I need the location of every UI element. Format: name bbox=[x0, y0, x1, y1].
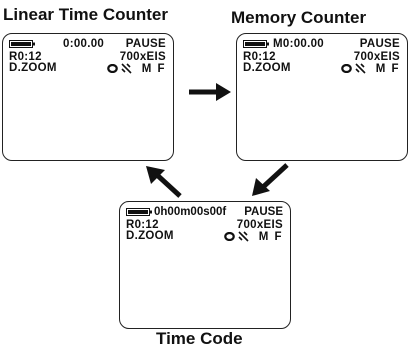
manual-exposure-icon bbox=[355, 63, 366, 74]
arrow-up-left-icon bbox=[146, 166, 182, 198]
tape-info: 700xEIS bbox=[119, 51, 166, 63]
status-row bbox=[126, 207, 156, 219]
pause-indicator: PAUSE bbox=[359, 38, 400, 50]
backlight-icon bbox=[106, 64, 118, 73]
manual-focus-indicator: M F bbox=[375, 62, 400, 75]
battery-icon bbox=[126, 207, 152, 216]
memory-counter-title: Memory Counter bbox=[231, 8, 367, 27]
arrow-right-icon bbox=[189, 83, 231, 101]
manual-focus-indicator: M F bbox=[141, 62, 166, 75]
manual-focus-indicator: M F bbox=[258, 230, 283, 243]
remaining-tape: R0:12 bbox=[243, 51, 276, 63]
linear-time-counter-title: Linear Time Counter bbox=[3, 5, 168, 24]
linear-counter-screen: 0:00.00 PAUSE R0:12 700xEIS D.ZOOM M F bbox=[2, 33, 174, 161]
time-code-title: Time Code bbox=[156, 329, 243, 348]
battery-icon bbox=[243, 39, 269, 48]
pause-indicator: PAUSE bbox=[125, 38, 166, 50]
counter-display: M0:00.00 bbox=[273, 38, 324, 50]
tape-info: 700xEIS bbox=[236, 219, 283, 231]
mode-icons: M F bbox=[223, 230, 283, 243]
backlight-icon bbox=[340, 64, 352, 73]
status-row bbox=[9, 39, 39, 51]
remaining-tape: R0:12 bbox=[9, 51, 42, 63]
battery-icon bbox=[9, 39, 35, 48]
manual-exposure-icon bbox=[121, 63, 132, 74]
counter-display: 0h00m00s00f bbox=[154, 206, 227, 218]
digital-zoom-indicator: D.ZOOM bbox=[126, 230, 174, 242]
mode-icons: M F bbox=[106, 62, 166, 75]
arrow-down-left-icon bbox=[252, 163, 289, 196]
mode-icons: M F bbox=[340, 62, 400, 75]
digital-zoom-indicator: D.ZOOM bbox=[9, 62, 57, 74]
pause-indicator: PAUSE bbox=[244, 206, 283, 218]
remaining-tape: R0:12 bbox=[126, 219, 159, 231]
digital-zoom-indicator: D.ZOOM bbox=[243, 62, 291, 74]
memory-counter-screen: M0:00.00 PAUSE R0:12 700xEIS D.ZOOM M F bbox=[236, 33, 408, 161]
counter-display: 0:00.00 bbox=[63, 38, 105, 50]
status-row bbox=[243, 39, 273, 51]
time-code-screen: 0h00m00s00f PAUSE R0:12 700xEIS D.ZOOM M… bbox=[119, 201, 291, 329]
manual-exposure-icon bbox=[238, 231, 249, 242]
tape-info: 700xEIS bbox=[353, 51, 400, 63]
backlight-icon bbox=[223, 232, 235, 241]
